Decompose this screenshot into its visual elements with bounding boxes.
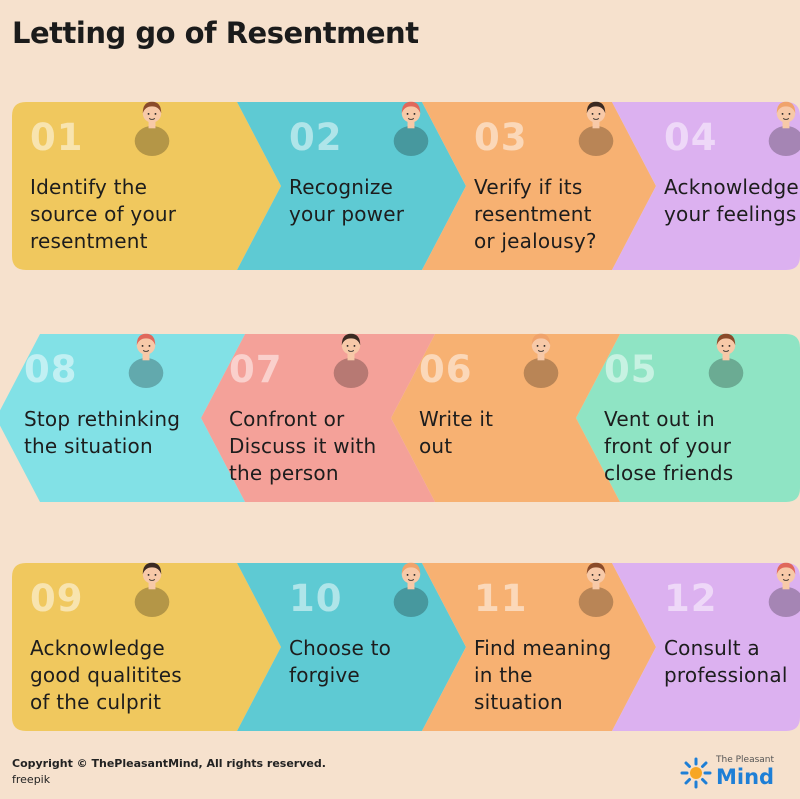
step-11: 11 Find meaning in the situation <box>472 562 622 731</box>
step-number: 01 <box>30 116 84 159</box>
page-title: Letting go of Resentment <box>12 16 419 50</box>
step-07-shape <box>201 334 435 502</box>
step-label: Recognize your power <box>289 175 405 226</box>
steps-row-3: 09 Acknowledge good qualitites of the cu… <box>0 562 800 731</box>
step-04: 04 Acknowledge your feelings <box>662 101 800 270</box>
steps-row-1: 01 Identify the source of your resentmen… <box>0 101 800 270</box>
thumbs-up-woman-icon <box>768 101 800 156</box>
step-label: Find meaning in the situation <box>474 636 612 714</box>
step-label: Identify the source of your resentment <box>30 175 177 253</box>
brand-main-text: Mind <box>716 765 775 789</box>
confident-woman-icon <box>393 101 429 156</box>
step-label: Stop rethinking the situation <box>24 407 181 458</box>
woman-reading-icon <box>523 333 559 388</box>
step-06: 06 Write it out <box>417 333 620 502</box>
therapist-session-icon <box>768 562 800 617</box>
step-10: 10 Choose to forgive <box>287 562 437 731</box>
two-women-talking-icon <box>333 333 369 388</box>
step-label: Choose to forgive <box>289 636 392 687</box>
brand-top-text: The Pleasant <box>716 755 775 765</box>
step-02: 02 Recognize your power <box>287 101 437 270</box>
copyright-notice: Copyright © ThePleasantMind, All rights … <box>12 757 326 770</box>
thinking-woman-icon <box>128 333 164 388</box>
hugging-women-icon <box>393 562 429 617</box>
step-08: 08 Stop rethinking the situation <box>22 333 245 502</box>
step-number: 07 <box>229 348 283 391</box>
step-12-shape <box>612 563 800 731</box>
angry-man-icon <box>134 101 170 156</box>
step-08-shape <box>0 334 245 502</box>
brand-logo: The Pleasant Mind <box>680 753 790 793</box>
sun-logo-icon <box>680 757 712 789</box>
step-number: 10 <box>289 577 343 620</box>
step-06-shape <box>391 334 620 502</box>
step-label: Acknowledge your feelings <box>664 175 799 226</box>
step-09-shape <box>12 563 281 731</box>
step-05: 05 Vent out in front of your close frien… <box>602 333 800 502</box>
chevron-shapes <box>0 334 800 502</box>
step-label: Confront or Discuss it with the person <box>229 407 377 485</box>
consoling-friend-icon <box>578 562 614 617</box>
step-01: 01 Identify the source of your resentmen… <box>28 101 237 270</box>
step-label: Consult a professional <box>664 636 788 687</box>
step-07: 07 Confront or Discuss it with the perso… <box>227 333 435 502</box>
step-04-shape <box>612 102 800 270</box>
step-number: 09 <box>30 577 84 620</box>
step-number: 03 <box>474 116 528 159</box>
step-05-shape <box>576 334 800 502</box>
step-number: 11 <box>474 577 528 620</box>
step-number: 12 <box>664 577 718 620</box>
step-number: 08 <box>24 348 78 391</box>
step-01-shape <box>12 102 281 270</box>
step-number: 05 <box>604 348 658 391</box>
step-label: Vent out in front of your close friends <box>604 407 734 485</box>
step-03: 03 Verify if its resentment or jealousy? <box>472 101 622 270</box>
step-number: 04 <box>664 116 718 159</box>
step-label: Verify if its resentment or jealousy? <box>474 175 597 253</box>
man-and-woman-arguing-icon <box>134 562 170 617</box>
frustrated-woman-icon <box>578 101 614 156</box>
image-credit: freepik <box>12 773 51 786</box>
step-number: 06 <box>419 348 473 391</box>
step-label: Acknowledge good qualitites of the culpr… <box>30 636 182 714</box>
step-number: 02 <box>289 116 343 159</box>
friends-whispering-icon <box>708 333 744 388</box>
step-12: 12 Consult a professional <box>662 562 800 731</box>
step-09: 09 Acknowledge good qualitites of the cu… <box>28 562 237 731</box>
step-label: Write it out <box>419 407 494 458</box>
